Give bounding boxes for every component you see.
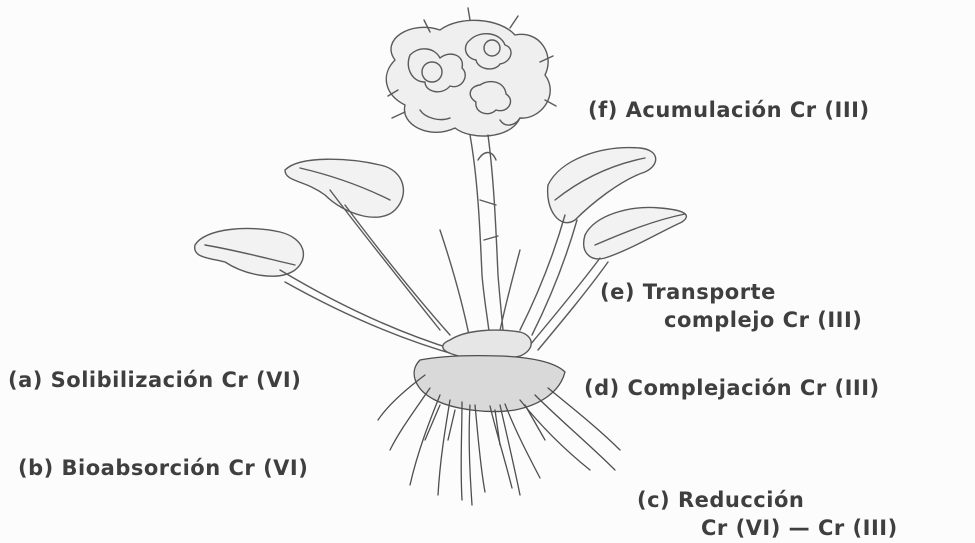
label-bioabsorption-text: (b) Bioabsorción Cr (VI) (18, 454, 308, 482)
label-transport: (e) Transporte complejo Cr (III) (600, 278, 862, 335)
flower-head (386, 8, 556, 136)
label-reduction-line2: Cr (VI) — Cr (III) (637, 514, 898, 542)
label-accumulation-text: (f) Acumulación Cr (III) (588, 96, 870, 124)
label-transport-line2: complejo Cr (III) (600, 306, 862, 334)
stem (470, 135, 504, 340)
label-complexation: (d) Complejación Cr (III) (584, 374, 880, 402)
label-accumulation: (f) Acumulación Cr (III) (588, 96, 870, 124)
label-solubilization: (a) Solibilización Cr (VI) (8, 366, 301, 394)
label-reduction: (c) Reducción Cr (VI) — Cr (III) (637, 486, 898, 543)
leaf-far-left (195, 228, 460, 356)
leaf-left-top (285, 159, 450, 335)
label-bioabsorption: (b) Bioabsorción Cr (VI) (18, 454, 308, 482)
label-transport-line1: (e) Transporte (600, 278, 862, 306)
label-solubilization-text: (a) Solibilización Cr (VI) (8, 366, 301, 394)
label-complexation-text: (d) Complejación Cr (III) (584, 374, 880, 402)
label-reduction-line1: (c) Reducción (637, 486, 898, 514)
